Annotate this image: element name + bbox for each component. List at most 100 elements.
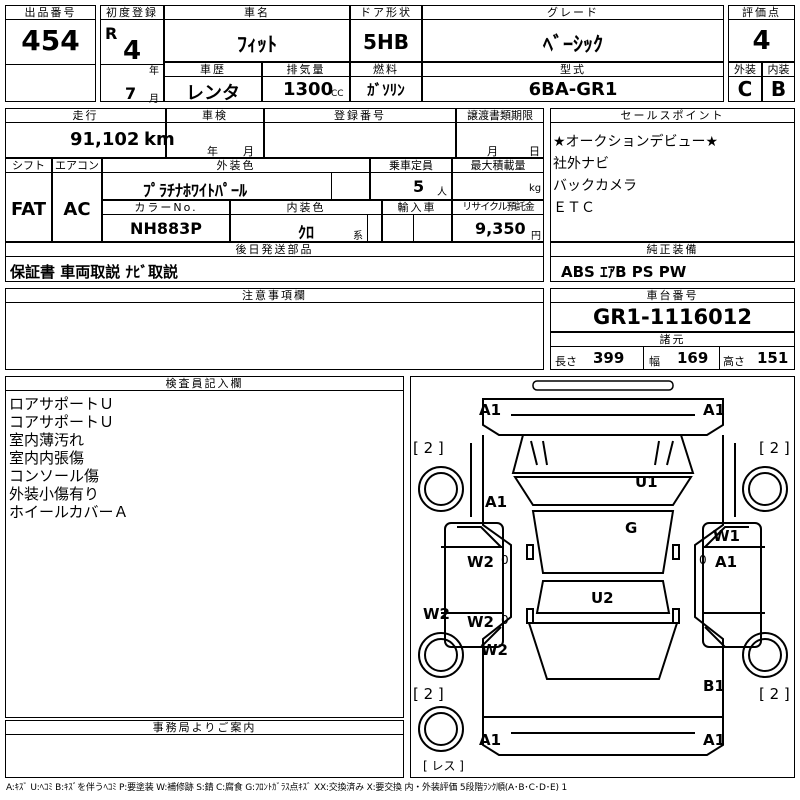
inspection-year-unit: 年: [207, 145, 218, 158]
max-load-cell: 最大積載量 kg: [452, 158, 544, 200]
car-name-cell: 車名 ﾌｨｯﾄ: [164, 5, 350, 62]
damage-mark: A1: [485, 493, 508, 511]
car-outline-drawing: [418, 380, 788, 756]
inspector-line-2: コアサポートＵ: [9, 413, 115, 431]
recycle-fee: 9,350: [475, 219, 526, 238]
max-load-unit: kg: [529, 183, 542, 194]
interior-color-cell: 内装色 ｸﾛ 系: [230, 200, 382, 242]
damage-mark: G: [625, 519, 638, 537]
mileage: 91,102: [70, 129, 140, 150]
exterior-label: 外装: [729, 63, 761, 77]
caution-label: 注意事項欄: [6, 289, 543, 303]
damage-mark: 0: [699, 553, 707, 567]
mileage-label: 走行: [6, 109, 165, 123]
score: 4: [752, 26, 771, 56]
inspector-line-1: ロアサポートＵ: [9, 395, 115, 413]
first-registration-cell: 初度登録 R 4 年 7 月: [100, 5, 164, 105]
legend: A:ｷｽﾞ U:ﾍｺﾐ B:ｷｽﾞを伴うﾍｺﾐ P:要塗装 W:補修跡 S:錆 …: [6, 783, 567, 793]
damage-diagram: A1 A1 [ 2 ] [ 2 ] U1 A1 G W1 A1 W2 0 0 W…: [410, 376, 795, 778]
door-type: 5HB: [363, 30, 409, 54]
first-reg-month: 7: [125, 84, 137, 103]
inspector-line-3: 室内薄汚れ: [9, 431, 85, 449]
aircon: AC: [63, 199, 91, 220]
month-unit: 月: [149, 94, 159, 105]
damage-mark: [ 2 ]: [759, 685, 790, 703]
displacement-unit: CC: [331, 89, 344, 99]
model-cell: 型式 6BA-GR1: [422, 62, 724, 102]
equipment-cell: 純正装備 ABS ｴｱB PS PW: [550, 242, 795, 282]
recycle-cell: リサイクル預託金 9,350 円: [452, 200, 544, 242]
later-parts-label: 後日発送部品: [6, 243, 543, 257]
damage-mark: A1: [479, 731, 502, 749]
era: R: [105, 24, 118, 43]
capacity-unit: 人: [437, 187, 447, 198]
dimensions-cell: 諸元 長さ 399 幅 169 高さ 151: [550, 332, 795, 370]
model: 6BA-GR1: [528, 79, 618, 100]
interior-label: 内装: [763, 63, 794, 77]
history-cell: 車歴 レンタ: [164, 62, 262, 104]
sales-point-2: 社外ナビ: [553, 156, 609, 172]
sales-points-cell: セールスポイント ★オークションデビュー★ 社外ナビ バックカメラ ＥＴＣ: [550, 108, 795, 242]
capacity-label: 乗車定員: [371, 159, 451, 173]
damage-mark: [ レス ]: [423, 759, 464, 773]
damage-mark: A1: [715, 553, 738, 571]
year-unit: 年: [149, 66, 159, 77]
fuel-label: 燃料: [351, 63, 421, 77]
transfer-deadline-label: 譲渡書類期限: [457, 109, 543, 123]
damage-mark: A1: [479, 401, 502, 419]
lot-number-label: 出品番号: [6, 6, 95, 20]
damage-mark: A1: [703, 401, 726, 419]
reg-number-label: 登録番号: [265, 109, 455, 123]
inspection-month-unit: 月: [243, 145, 254, 158]
shift-cell: シフト FAT: [5, 158, 52, 242]
score-label: 評価点: [729, 6, 794, 20]
damage-mark: W2: [481, 641, 508, 659]
mileage-cell: 走行 91,102 km: [5, 108, 175, 158]
car-name: ﾌｨｯﾄ: [237, 32, 277, 56]
first-reg-year: 4: [123, 36, 142, 66]
later-parts-cell: 後日発送部品 保証書 車両取説 ﾅﾋﾞ取説: [5, 242, 544, 282]
damage-mark: W2: [467, 553, 494, 571]
height-label: 高さ: [723, 355, 745, 368]
inspector-line-6: 外装小傷有り: [9, 485, 100, 503]
shift-label: シフト: [6, 159, 51, 173]
fuel: ｶﾞｿﾘﾝ: [367, 81, 405, 99]
dimensions-label: 諸元: [551, 333, 794, 347]
office-notes-cell: 事務局よりご案内: [5, 720, 404, 778]
color-cell: 外装色 ﾌﾟﾗﾁﾅﾎﾜｲﾄﾊﾟｰﾙ: [102, 158, 370, 200]
exterior-grade: C: [737, 77, 753, 101]
capacity-cell: 乗車定員 5 人: [370, 158, 452, 200]
car-name-label: 車名: [165, 6, 349, 20]
inspector-line-4: 室内内張傷: [9, 449, 85, 467]
inspector-cell: 検査員記入欄 ロアサポートＵ コアサポートＵ 室内薄汚れ 室内内張傷 コンソール…: [5, 376, 404, 718]
import-cell: 輸入車: [382, 200, 452, 242]
recycle-label: リサイクル預託金: [453, 201, 543, 215]
color-no-label: カラーNo.: [103, 201, 229, 215]
displacement-label: 排気量: [263, 63, 349, 77]
lot-number: 454: [21, 24, 80, 57]
chassis-cell: 車台番号 GR1-1116012: [550, 288, 795, 332]
damage-mark: 0: [501, 553, 509, 567]
damage-mark: [ 2 ]: [759, 439, 790, 457]
caution-cell: 注意事項欄: [5, 288, 544, 370]
grade-label: グレード: [423, 6, 723, 20]
grade: ﾍﾞｰｼｯｸ: [543, 32, 603, 56]
interior-color-unit: 系: [353, 231, 363, 242]
sales-point-3: バックカメラ: [553, 178, 637, 194]
inspector-line-5: コンソール傷: [9, 467, 100, 485]
width: 169: [677, 349, 709, 367]
reg-number-cell: 登録番号: [264, 108, 456, 158]
model-label: 型式: [423, 63, 723, 77]
damage-mark: U2: [591, 589, 614, 607]
import-label: 輸入車: [383, 201, 451, 215]
history: レンタ: [186, 83, 240, 104]
fuel-cell: 燃料 ｶﾞｿﾘﾝ: [350, 62, 422, 102]
aircon-label: エアコン: [53, 159, 101, 173]
recycle-unit: 円: [531, 231, 541, 242]
color-no-cell: カラーNo. NH883P: [102, 200, 230, 242]
score-cell: 評価点 4: [728, 5, 795, 62]
door-cell: ドア形状 5HB: [350, 5, 422, 62]
mileage-unit: km: [144, 129, 175, 150]
exterior-grade-cell: 外装 C: [728, 62, 762, 102]
